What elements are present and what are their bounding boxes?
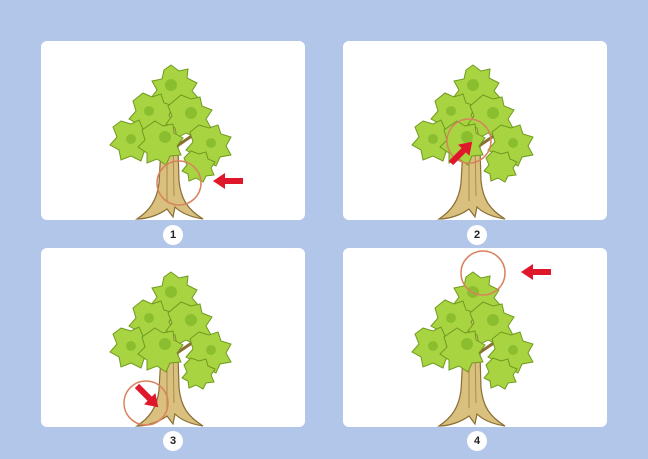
marker-circle <box>123 380 169 426</box>
tree-illustration <box>410 250 551 427</box>
marker-circle <box>460 250 506 296</box>
option-panel-2[interactable] <box>343 41 607 220</box>
option-number-1: 1 <box>163 225 183 245</box>
option-number-2: 2 <box>467 225 487 245</box>
option-panel-4[interactable] <box>343 248 607 427</box>
tree-illustration <box>108 63 243 220</box>
tree-illustration <box>410 63 535 220</box>
option-number-3: 3 <box>163 431 183 451</box>
option-panel-3[interactable] <box>41 248 305 427</box>
option-number-4: 4 <box>467 431 487 451</box>
option-panel-1[interactable] <box>41 41 305 220</box>
marker-arrow <box>521 264 551 280</box>
tree-illustration <box>108 270 233 427</box>
marker-circle <box>446 118 492 164</box>
marker-arrow <box>213 173 243 189</box>
marker-circle <box>156 160 202 206</box>
